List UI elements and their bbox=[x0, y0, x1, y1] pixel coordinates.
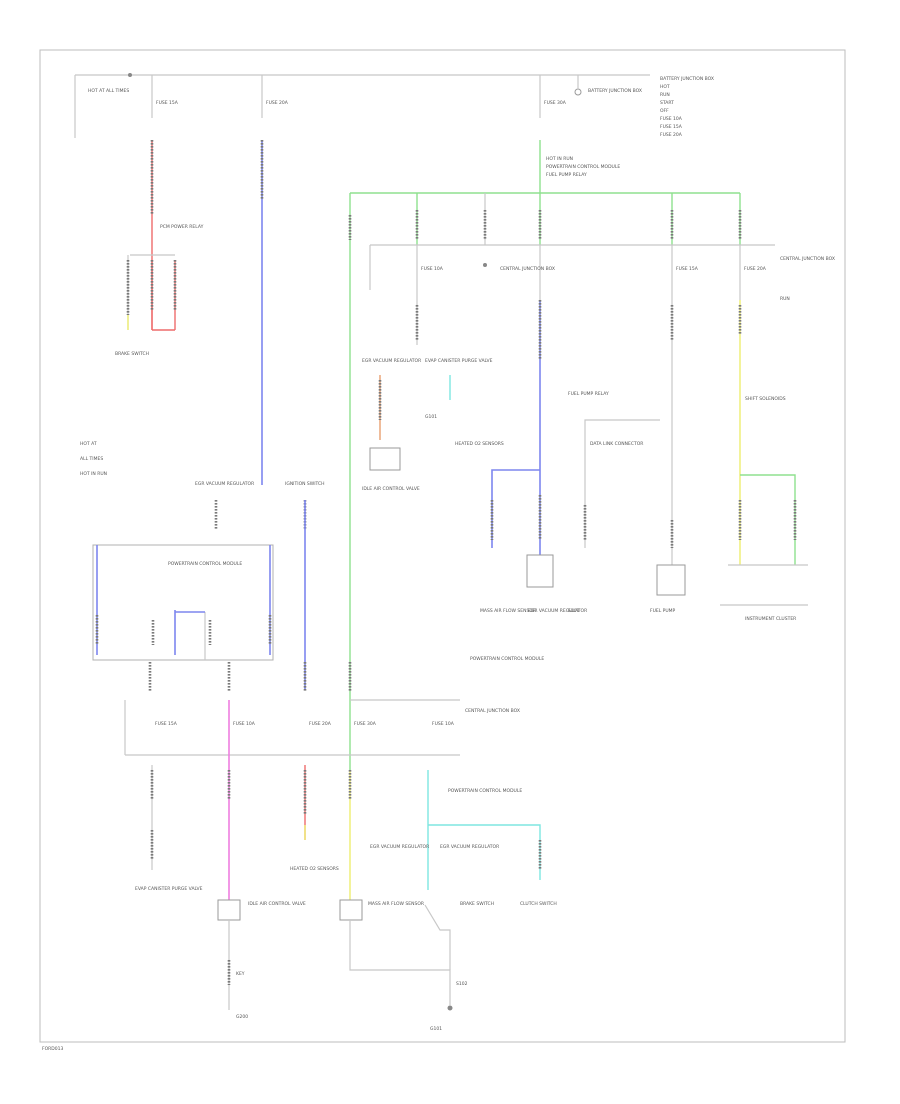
svg-text:INSTRUMENT CLUSTER: INSTRUMENT CLUSTER bbox=[745, 616, 796, 622]
svg-text:EGR VACUUM REGULATOR: EGR VACUUM REGULATOR bbox=[440, 844, 499, 850]
svg-text:EVAP CANISTER PURGE VALVE: EVAP CANISTER PURGE VALVE bbox=[135, 886, 203, 892]
svg-text:FUSE 10A: FUSE 10A bbox=[421, 266, 444, 272]
footer-code: FORD013 bbox=[42, 1046, 63, 1052]
label-brake-switch: BRAKE SWITCH bbox=[115, 351, 149, 357]
svg-text:FUSE 20A: FUSE 20A bbox=[660, 132, 683, 138]
red-branch bbox=[126, 140, 177, 331]
svg-text:IGNITION SWITCH: IGNITION SWITCH bbox=[285, 481, 325, 487]
svg-text:EGR VACUUM REGULATOR: EGR VACUUM REGULATOR bbox=[370, 844, 429, 850]
pcm-module-box bbox=[92, 500, 307, 690]
svg-text:CLUTCH SWITCH: CLUTCH SWITCH bbox=[520, 901, 557, 907]
svg-text:FUSE 10A: FUSE 10A bbox=[233, 721, 256, 727]
svg-text:BRAKE SWITCH: BRAKE SWITCH bbox=[460, 901, 494, 907]
svg-text:RUN: RUN bbox=[660, 92, 670, 98]
svg-text:G101: G101 bbox=[430, 1026, 442, 1032]
svg-text:IDLE AIR CONTROL VALVE: IDLE AIR CONTROL VALVE bbox=[362, 486, 420, 492]
top-power-bus bbox=[74, 73, 650, 138]
svg-text:POWERTRAIN CONTROL MODULE: POWERTRAIN CONTROL MODULE bbox=[470, 656, 544, 662]
svg-text:FUSE 20A: FUSE 20A bbox=[266, 100, 289, 106]
top-right-notes: BATTERY JUNCTION BOX HOT RUN START OFF F… bbox=[660, 76, 714, 138]
svg-text:FUEL PUMP RELAY: FUEL PUMP RELAY bbox=[546, 172, 587, 178]
diagram-frame bbox=[39, 49, 846, 1043]
svg-text:FUSE 15A: FUSE 15A bbox=[660, 124, 683, 130]
svg-text:HEATED O2 SENSORS: HEATED O2 SENSORS bbox=[290, 866, 339, 872]
label-battery-junction: BATTERY JUNCTION BOX bbox=[588, 88, 642, 94]
svg-text:FUSE 20A: FUSE 20A bbox=[744, 266, 767, 272]
svg-text:HOT AT: HOT AT bbox=[80, 441, 97, 447]
svg-text:G200: G200 bbox=[236, 1014, 248, 1020]
svg-text:EVAP CANISTER PURGE VALVE: EVAP CANISTER PURGE VALVE bbox=[425, 358, 493, 364]
svg-text:CENTRAL JUNCTION BOX: CENTRAL JUNCTION BOX bbox=[465, 708, 520, 714]
label-hot-in-run-top: HOT IN RUN bbox=[546, 156, 573, 162]
svg-text:IDLE AIR CONTROL VALVE: IDLE AIR CONTROL VALVE bbox=[248, 901, 306, 907]
svg-text:FUSE 15A: FUSE 15A bbox=[155, 721, 178, 727]
svg-text:FUSE 10A: FUSE 10A bbox=[660, 116, 683, 122]
svg-text:POWERTRAIN CONTROL MODULE: POWERTRAIN CONTROL MODULE bbox=[448, 788, 522, 794]
relay-branch bbox=[583, 300, 686, 596]
svg-text:EGR VACUUM REGULATOR: EGR VACUUM REGULATOR bbox=[528, 608, 587, 614]
svg-text:EGR VACUUM REGULATOR: EGR VACUUM REGULATOR bbox=[362, 358, 421, 364]
svg-text:FUEL PUMP RELAY: FUEL PUMP RELAY bbox=[568, 391, 609, 397]
label-pcm-relay: PCM POWER RELAY bbox=[160, 224, 204, 230]
egr-branch bbox=[369, 300, 451, 471]
yellow-branch-right bbox=[720, 300, 808, 606]
svg-text:ALL TIMES: ALL TIMES bbox=[80, 456, 103, 462]
second-bus bbox=[369, 244, 775, 300]
fuse-top-2: FUSE 20A bbox=[261, 75, 289, 118]
svg-text:FUSE 20A: FUSE 20A bbox=[309, 721, 332, 727]
svg-text:POWERTRAIN CONTROL MODULE: POWERTRAIN CONTROL MODULE bbox=[546, 164, 620, 170]
svg-text:FUSE 30A: FUSE 30A bbox=[544, 100, 567, 106]
svg-text:POWERTRAIN CONTROL MODULE: POWERTRAIN CONTROL MODULE bbox=[168, 561, 242, 567]
svg-text:FUSE 15A: FUSE 15A bbox=[156, 100, 179, 106]
green-bus bbox=[348, 140, 742, 770]
svg-text:FUSE 30A: FUSE 30A bbox=[354, 721, 377, 727]
svg-text:HOT IN RUN: HOT IN RUN bbox=[80, 471, 107, 477]
svg-text:CENTRAL JUNCTION BOX: CENTRAL JUNCTION BOX bbox=[780, 256, 835, 262]
svg-text:SHIFT SOLENOIDS: SHIFT SOLENOIDS bbox=[745, 396, 786, 402]
svg-text:HEATED O2 SENSORS: HEATED O2 SENSORS bbox=[455, 441, 504, 447]
fuse-top-3: FUSE 30A bbox=[539, 75, 567, 118]
svg-text:EGR VACUUM REGULATOR: EGR VACUUM REGULATOR bbox=[195, 481, 254, 487]
svg-text:S101: S101 bbox=[568, 608, 580, 614]
legend: HOT AT ALL TIMES HOT IN RUN bbox=[80, 441, 107, 477]
svg-text:RUN: RUN bbox=[780, 296, 790, 302]
fuse-top-1: FUSE 15A bbox=[151, 75, 179, 118]
svg-text:START: START bbox=[660, 100, 674, 106]
svg-text:MASS AIR FLOW SENSOR: MASS AIR FLOW SENSOR bbox=[480, 608, 536, 614]
svg-text:BATTERY JUNCTION BOX: BATTERY JUNCTION BOX bbox=[660, 76, 714, 82]
lower-branches bbox=[150, 700, 542, 1011]
svg-text:CENTRAL JUNCTION BOX: CENTRAL JUNCTION BOX bbox=[500, 266, 555, 272]
svg-text:FUEL PUMP: FUEL PUMP bbox=[650, 608, 676, 614]
svg-text:S102: S102 bbox=[456, 981, 468, 987]
blue-branch-center bbox=[490, 300, 554, 588]
svg-text:FUSE 15A: FUSE 15A bbox=[676, 266, 699, 272]
svg-text:HOT: HOT bbox=[660, 84, 670, 90]
svg-text:G101: G101 bbox=[425, 414, 437, 420]
label-hot-at-all-times: HOT AT ALL TIMES bbox=[88, 88, 129, 94]
svg-text:KEY: KEY bbox=[236, 971, 245, 977]
svg-text:MASS AIR FLOW SENSOR: MASS AIR FLOW SENSOR bbox=[368, 901, 424, 907]
svg-text:FUSE 10A: FUSE 10A bbox=[432, 721, 455, 727]
svg-text:OFF: OFF bbox=[660, 108, 669, 114]
svg-text:DATA LINK CONNECTOR: DATA LINK CONNECTOR bbox=[590, 441, 643, 447]
lower-bus bbox=[124, 662, 460, 756]
